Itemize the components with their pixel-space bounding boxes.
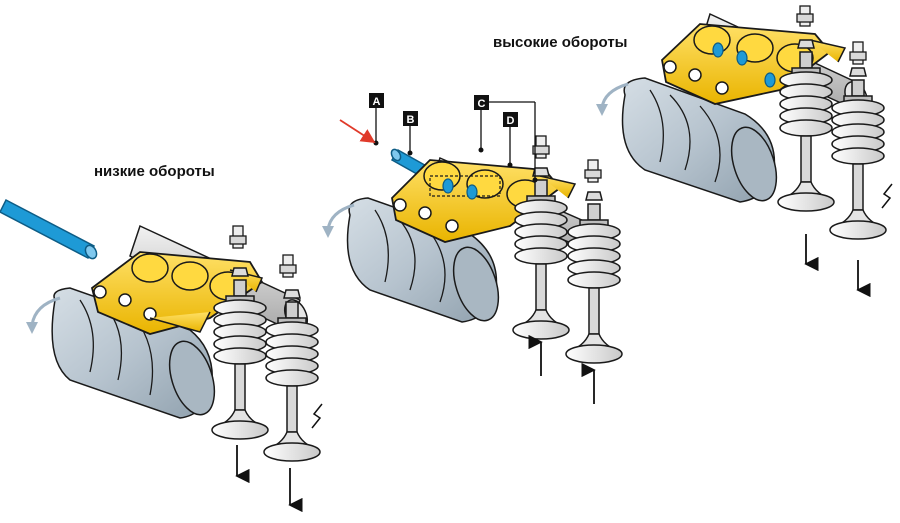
callout-d xyxy=(503,112,518,168)
low-rpm-assembly xyxy=(0,198,323,513)
rotation-arrowhead xyxy=(596,104,608,116)
valve-adjusters xyxy=(796,5,867,65)
rotation-arrowhead xyxy=(322,226,334,238)
camshaft xyxy=(346,197,500,323)
callout-a-label: A xyxy=(373,96,381,108)
callout-c xyxy=(474,95,538,183)
middle-assembly: A B C D xyxy=(322,93,623,404)
rotation-arrow xyxy=(30,296,61,326)
callout-a xyxy=(339,93,384,146)
valve-adjusters xyxy=(229,225,297,278)
rocker-arms xyxy=(391,159,577,243)
blue-pin-rod xyxy=(0,198,98,260)
squiggle-arrow xyxy=(311,403,323,429)
low-rpm-caption: низкие обороты xyxy=(94,163,215,180)
callout-c-label: C xyxy=(478,98,486,110)
callout-b xyxy=(403,111,418,156)
squiggle-arrow xyxy=(881,183,893,209)
valve-adjusters xyxy=(532,135,602,183)
rocker-arms xyxy=(90,251,264,335)
camshaft xyxy=(621,77,778,203)
callout-d-label: D xyxy=(507,115,515,127)
high-rpm-caption: высокие обороты xyxy=(493,34,628,51)
callout-b-label: B xyxy=(407,114,415,126)
high-rpm-assembly xyxy=(596,5,893,298)
camshaft xyxy=(51,287,216,419)
rotation-arrowhead xyxy=(26,322,38,334)
